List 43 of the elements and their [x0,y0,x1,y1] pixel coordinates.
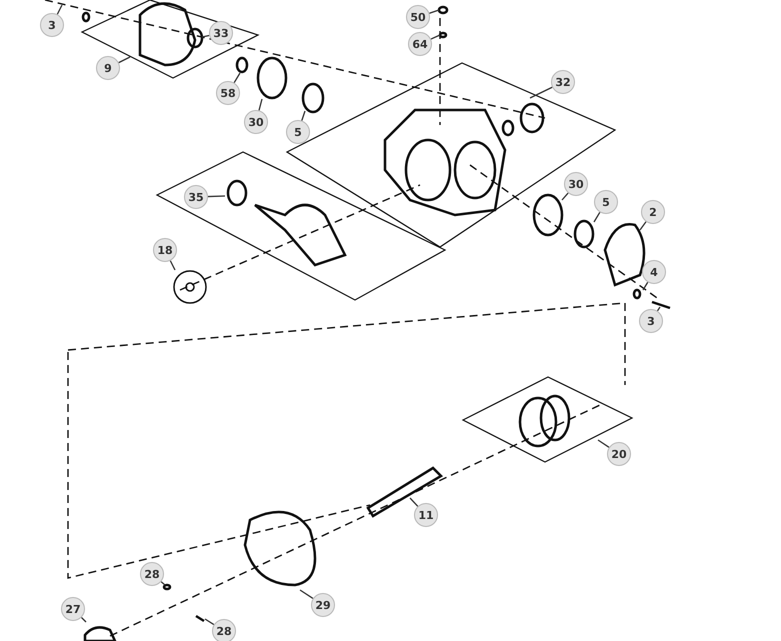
leader-line [530,86,552,99]
callout-number: 3 [40,13,64,37]
leader-line [656,306,661,312]
callout-number: 32 [551,70,575,94]
callout-number: 64 [408,32,432,56]
callout-number: 5 [594,190,618,214]
callout-number: 50 [406,5,430,29]
callout-number: 9 [96,56,120,80]
callout-number: 33 [209,21,233,45]
callout-number: 58 [216,81,240,105]
callout-number: 30 [564,172,588,196]
callout-number: 28 [140,562,164,586]
leader-line [639,221,646,230]
callout-number: 28 [212,619,236,641]
leader-line [562,192,569,200]
leader-line [202,34,210,38]
leader-line [429,9,440,14]
leader-line [170,260,176,270]
callout-number: 3 [639,309,663,333]
callout-number: 29 [311,593,335,617]
leader-line [234,72,241,84]
leader-line [208,195,226,198]
callout-number: 30 [244,110,268,134]
leader-line [56,4,63,15]
callout-number: 11 [414,503,438,527]
callout-number: 18 [153,238,177,262]
leader-line [118,56,130,64]
leader-line [410,498,418,507]
leader-line [258,98,263,111]
leader-line [430,34,440,40]
callout-number: 2 [641,200,665,224]
callout-number: 35 [184,185,208,209]
leader-line [204,618,214,626]
callout-number: 5 [286,120,310,144]
callout-number: 27 [61,597,85,621]
leader-line [300,589,314,599]
leader-line [598,439,610,448]
leader-line [160,581,166,586]
callout-number: 4 [642,260,666,284]
leader-line [642,282,648,290]
callout-number: 20 [607,442,631,466]
leader-line [593,212,600,222]
leader-line [301,110,306,121]
